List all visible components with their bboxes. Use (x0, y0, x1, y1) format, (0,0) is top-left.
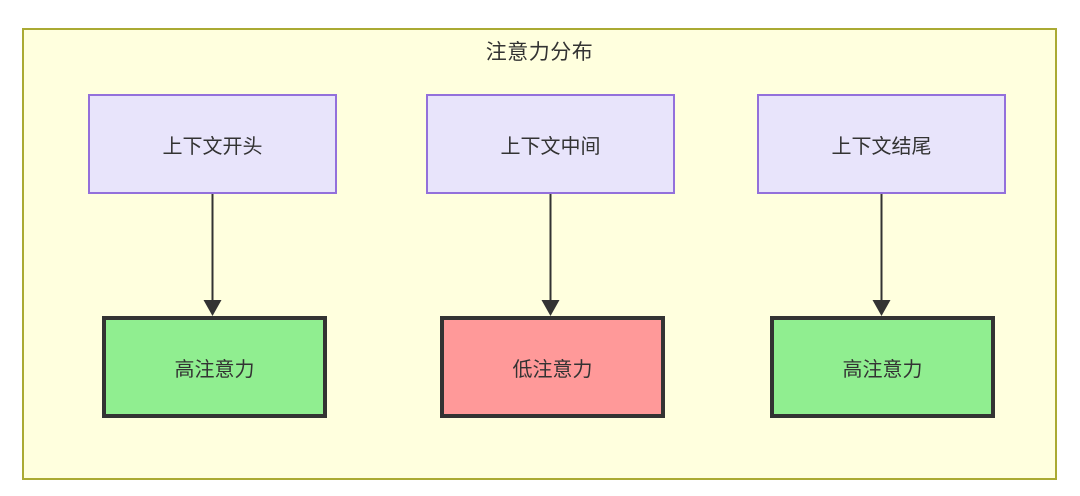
node-high-attention-start[interactable]: 高注意力 (102, 316, 327, 418)
node-context-end[interactable]: 上下文结尾 (757, 94, 1006, 194)
node-high-attention-end[interactable]: 高注意力 (770, 316, 995, 418)
node-context-middle[interactable]: 上下文中间 (426, 94, 675, 194)
node-high-attention-start-label: 高注意力 (174, 358, 255, 381)
node-context-start[interactable]: 上下文开头 (88, 94, 337, 194)
node-low-attention-middle[interactable]: 低注意力 (440, 316, 665, 418)
node-context-middle-label: 上下文中间 (500, 135, 601, 158)
node-high-attention-end-label: 高注意力 (842, 358, 923, 381)
node-low-attention-middle-label: 低注意力 (512, 358, 593, 381)
subgraph-title: 注意力分布 (485, 41, 594, 64)
node-context-end-label: 上下文结尾 (831, 135, 932, 158)
node-context-start-label: 上下文开头 (162, 135, 263, 158)
